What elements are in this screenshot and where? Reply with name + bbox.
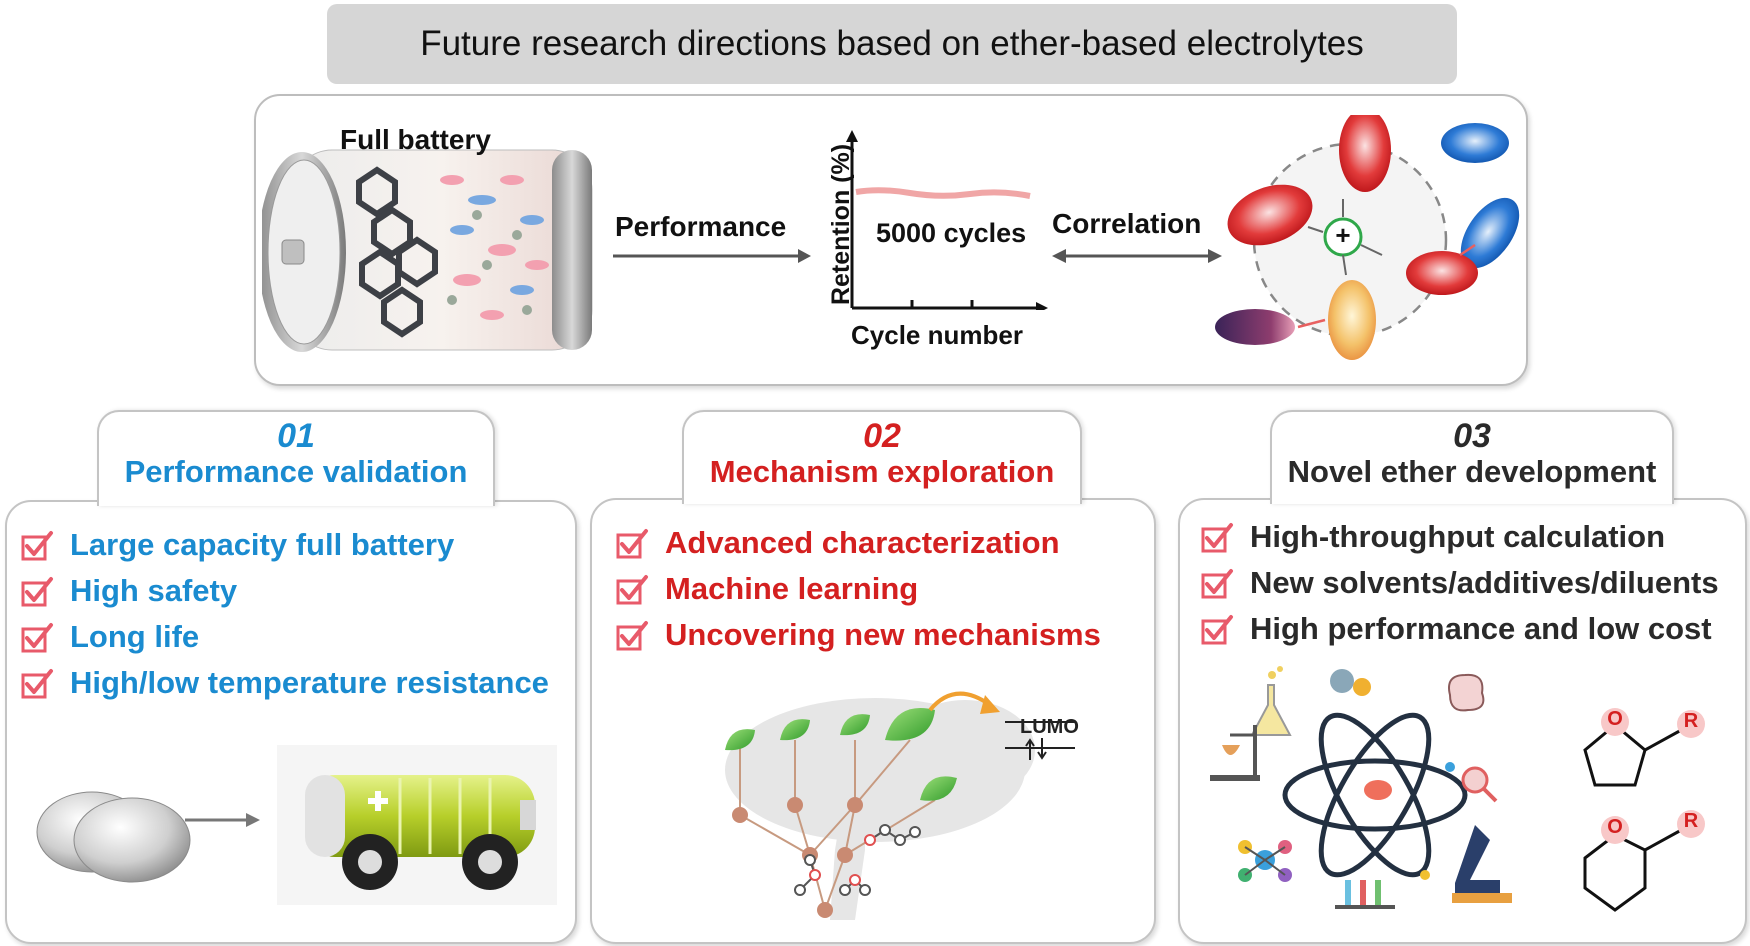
card-01-number: 01: [277, 417, 315, 455]
cation-symbol: +: [1335, 220, 1351, 250]
ring-substituent-label: R: [1683, 710, 1699, 732]
list-item: High performance and low cost: [1200, 606, 1719, 652]
y-axis-label: Retention (%): [827, 143, 856, 306]
list-item: High-throughput calculation: [1200, 514, 1719, 560]
list-item: Long life: [20, 614, 549, 660]
checkbox-icon: [20, 574, 54, 608]
ether-rings-illustration: [1583, 708, 1705, 912]
card-02-list: Advanced characterization Machine learni…: [615, 520, 1101, 658]
checkbox-icon: [1200, 520, 1234, 554]
checkbox-icon: [20, 620, 54, 654]
card-03-number: 03: [1453, 417, 1491, 455]
card-02-heading: Mechanism exploration: [709, 454, 1055, 489]
card-01-tab: 01 Performance validation: [97, 410, 495, 506]
science-icons-illustration: [1210, 666, 1512, 909]
list-item: Uncovering new mechanisms: [615, 612, 1101, 658]
x-axis-label: Cycle number: [851, 320, 1023, 350]
card-03-tab: 03 Novel ether development: [1270, 410, 1674, 504]
list-item: Machine learning: [615, 566, 1101, 612]
list-item: Large capacity full battery: [20, 522, 549, 568]
checkbox-icon: [20, 528, 54, 562]
card-01-list: Large capacity full battery High safety …: [20, 522, 549, 706]
ring-substituent-label: R: [1683, 810, 1699, 832]
list-item: High safety: [20, 568, 549, 614]
checkbox-icon: [1200, 566, 1234, 600]
list-item: Advanced characterization: [615, 520, 1101, 566]
checkbox-icon: [20, 666, 54, 700]
card-03-heading: Novel ether development: [1287, 454, 1657, 489]
list-item: High/low temperature resistance: [20, 660, 549, 706]
performance-label: Performance: [615, 211, 787, 242]
page-title: Future research directions based on ethe…: [327, 4, 1457, 84]
card-02-tab: 02 Mechanism exploration: [682, 410, 1082, 504]
full-battery-label: Full battery: [340, 124, 491, 155]
retention-chart: [846, 130, 1048, 310]
card-03-list: High-throughput calculation New solvents…: [1200, 514, 1719, 652]
card-01-heading: Performance validation: [124, 454, 468, 489]
checkbox-icon: [1200, 612, 1234, 646]
machine-learning-tree-illustration: [725, 691, 1075, 920]
lumo-label: LUMO: [1020, 716, 1079, 738]
list-item: New solvents/additives/diluents: [1200, 560, 1719, 606]
card-02-number: 02: [863, 417, 901, 455]
solvation-structure-illustration: [1215, 115, 1520, 360]
checkbox-icon: [615, 572, 649, 606]
full-battery-illustration: [262, 149, 593, 352]
ring-atom-label: O: [1607, 708, 1623, 730]
checkbox-icon: [615, 618, 649, 652]
correlation-arrow: [1052, 249, 1222, 263]
checkbox-icon: [615, 526, 649, 560]
ring-atom-label: O: [1607, 816, 1623, 838]
cycles-label: 5000 cycles: [876, 218, 1027, 248]
performance-arrow: [613, 249, 811, 263]
coin-cells-to-ev-illustration: [36, 745, 557, 905]
correlation-label: Correlation: [1052, 208, 1202, 239]
